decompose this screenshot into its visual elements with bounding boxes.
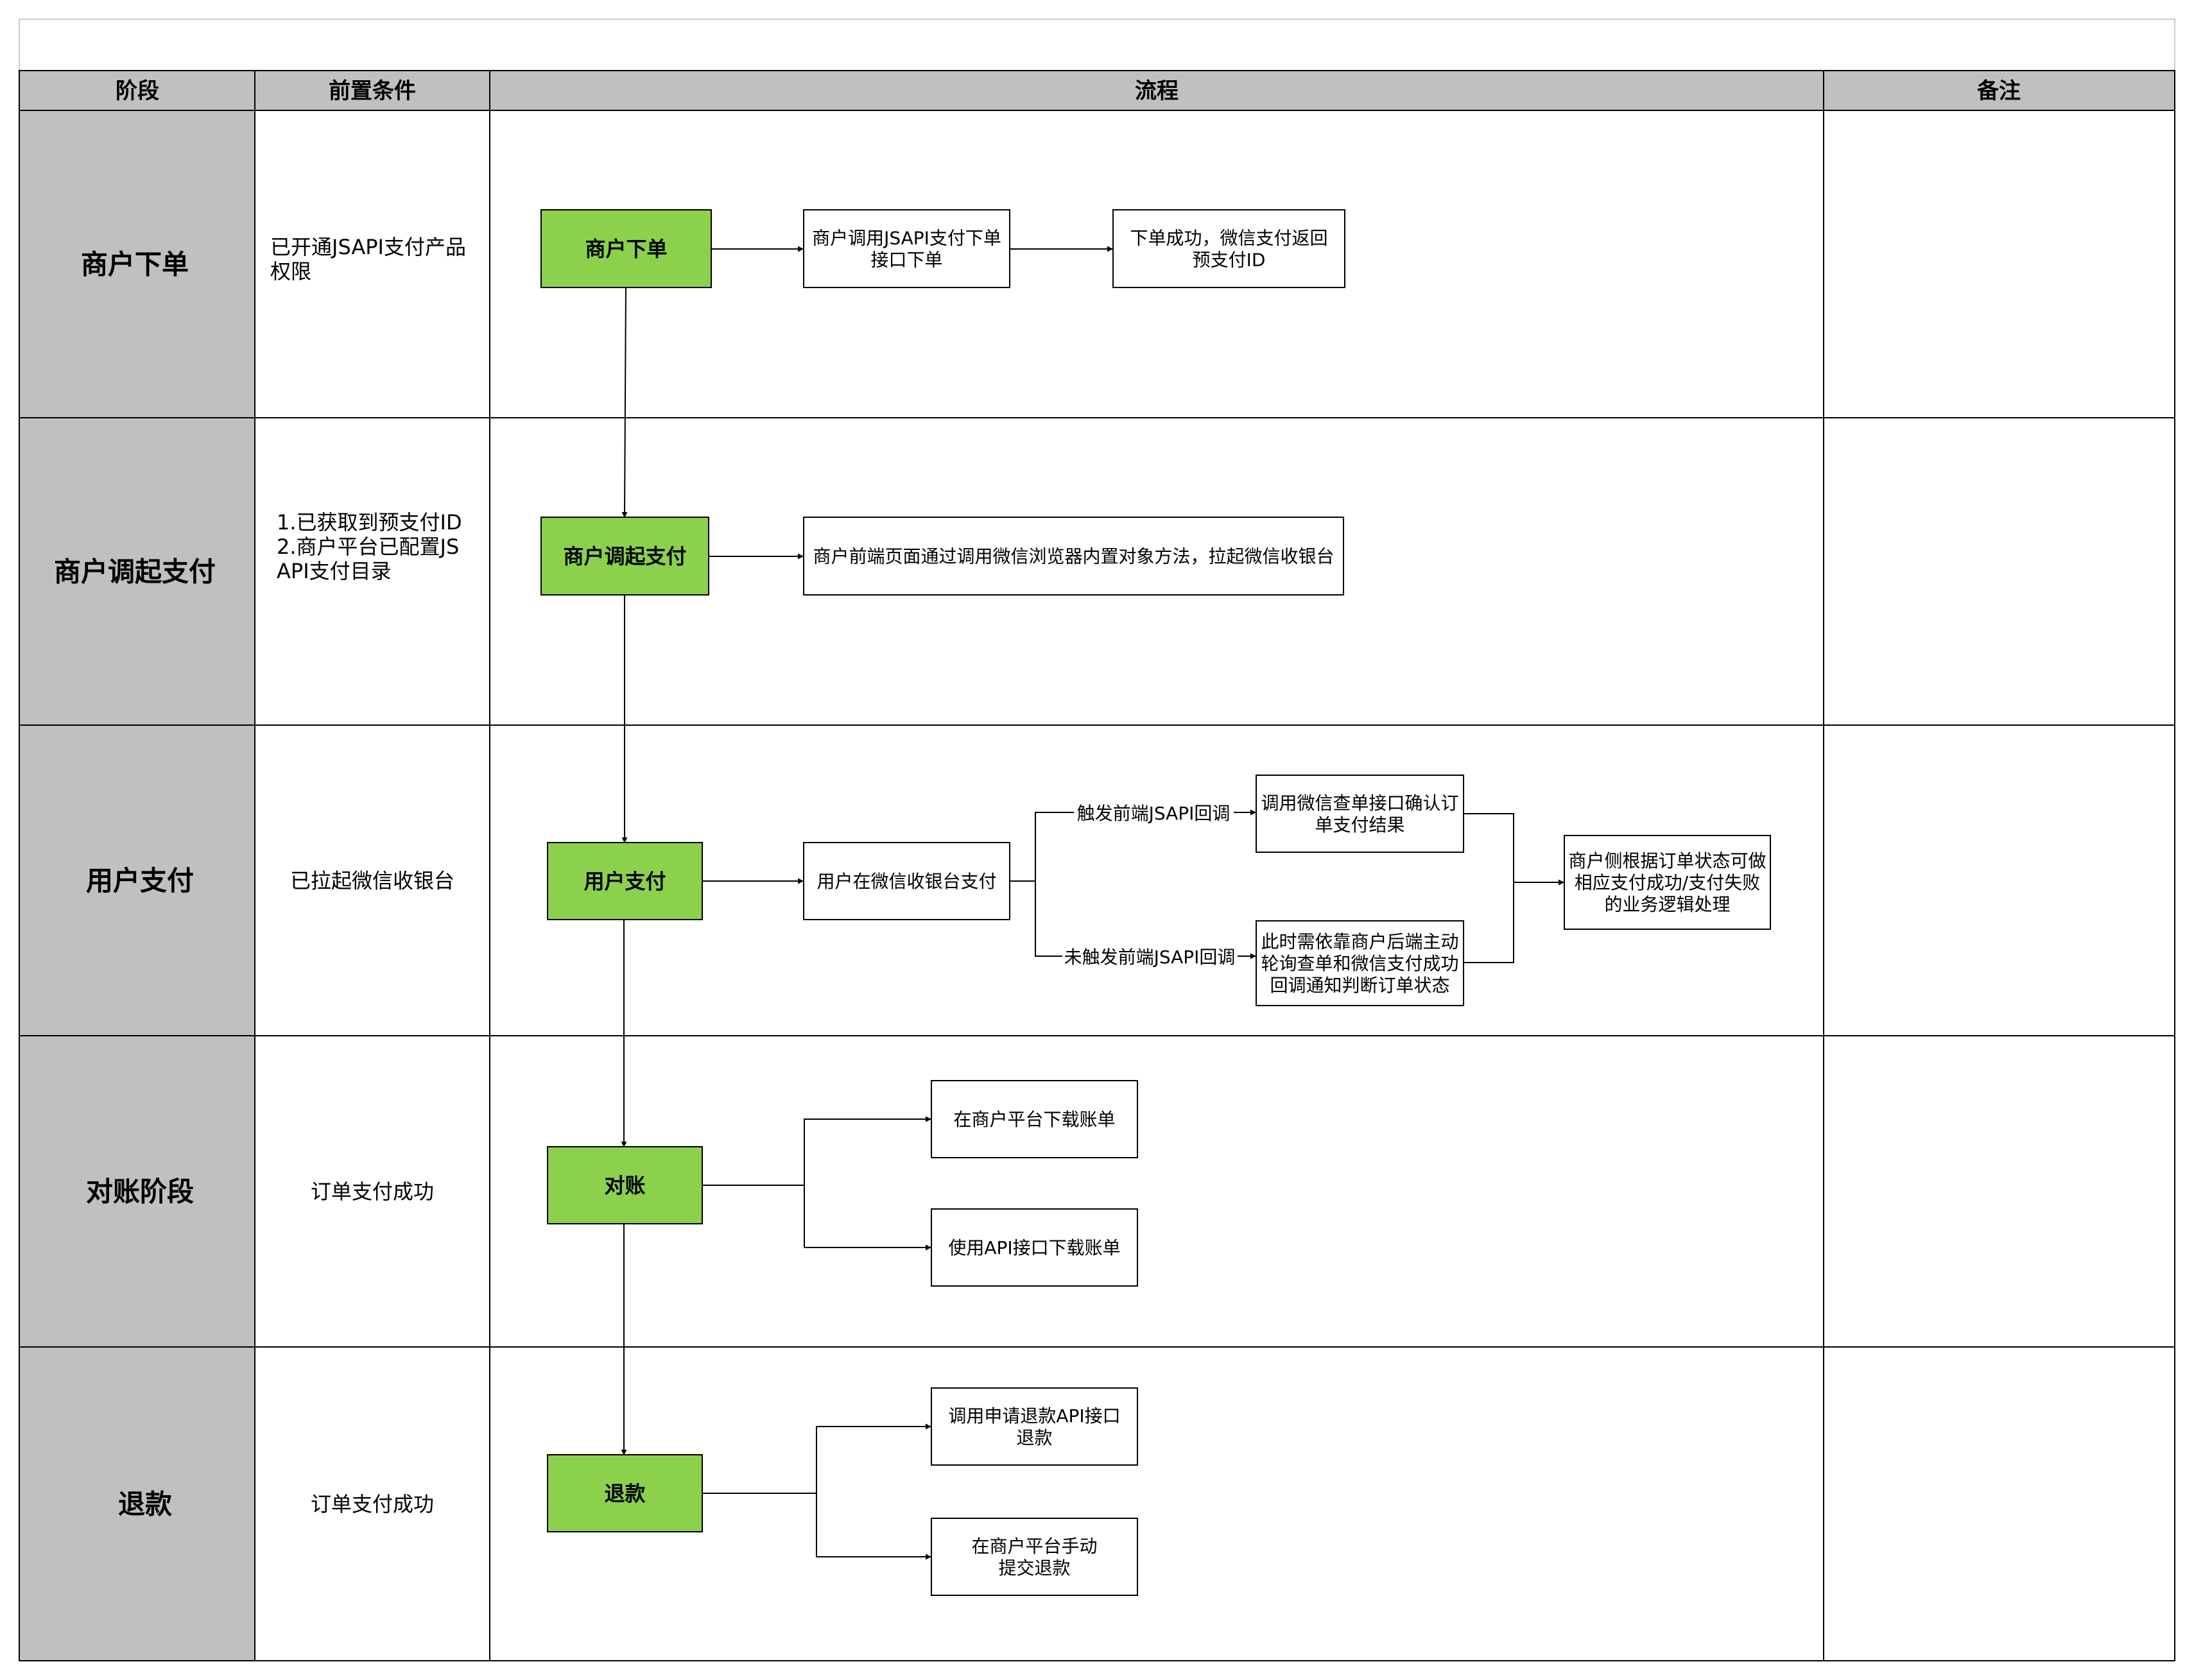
merge-from-poll	[1464, 882, 1514, 963]
box-text: 在商户平台下载账单	[953, 1109, 1115, 1130]
stage-condition: 已拉起微信收银台	[290, 869, 454, 893]
merge-from-query	[1464, 813, 1514, 882]
box-text: 商户侧根据订单状态可做相应支付成功/支付失败的业务逻辑处理	[1568, 850, 1766, 915]
stage-condition: 订单支付成功	[311, 1179, 434, 1204]
main-step-label: 用户支付	[583, 870, 666, 894]
pay-poll-box: 此时需依靠商户后端主动轮询查单和微信支付成功回调通知判断订单状态	[1256, 920, 1464, 1006]
box-text: 调用申请退款API接口退款	[948, 1405, 1120, 1448]
main-step-label: 商户下单	[585, 237, 667, 261]
stage-name: 对账阶段	[86, 1176, 194, 1208]
box-text: 用户在微信收银台支付	[816, 871, 996, 892]
main-spine	[621, 287, 628, 1455]
label-branch-yes: 触发前端JSAPI回调	[1077, 803, 1231, 824]
header-stage: 阶段	[116, 78, 159, 104]
branch-labels: 触发前端JSAPI回调 未触发前端JSAPI回调	[1062, 800, 1238, 969]
stage-condition: 订单支付成功	[311, 1492, 434, 1516]
pay-query-box: 调用微信查单接口确认订单支付结果	[1256, 775, 1464, 853]
reconcile-up	[804, 1116, 931, 1185]
header-process: 流程	[1135, 78, 1179, 104]
label-branch-no: 未触发前端JSAPI回调	[1064, 947, 1236, 968]
box-text: 在商户平台手动提交退款	[971, 1536, 1097, 1579]
refund-api-box: 调用申请退款API接口退款	[931, 1387, 1138, 1466]
invoke-frontend-box: 商户前端页面通过调用微信浏览器内置对象方法，拉起微信收银台	[803, 517, 1344, 596]
table-header: 阶段 前置条件 流程 备注	[19, 70, 2175, 111]
stage-row-5: 退款 订单支付成功	[19, 1346, 2175, 1661]
reconcile-platform-box: 在商户平台下载账单	[931, 1080, 1138, 1158]
box-text: 商户调用JSAPI支付下单接口下单	[812, 228, 1001, 271]
branch-no-line	[1035, 881, 1062, 957]
stage-name: 商户调起支付	[54, 556, 216, 588]
header-remarks: 备注	[1977, 78, 2021, 104]
arrow-order-to-invoke	[621, 287, 628, 518]
header-precondition: 前置条件	[329, 78, 416, 104]
order-callapi-box: 商户调用JSAPI支付下单接口下单	[803, 209, 1010, 288]
stage-condition: 已开通JSAPI支付产品权限	[270, 235, 466, 284]
reconcile-down	[804, 1185, 931, 1251]
box-text: 下单成功，微信支付返回预支付ID	[1130, 228, 1327, 271]
box-text: 调用微信查单接口确认订单支付结果	[1261, 793, 1458, 836]
main-step-label: 商户调起支付	[563, 544, 686, 569]
stage-name: 用户支付	[86, 865, 194, 896]
stage-name: 退款	[118, 1489, 172, 1520]
main-step-3: 用户支付	[547, 842, 703, 920]
box-text: 此时需依靠商户后端主动轮询查单和微信支付成功回调通知判断订单状态	[1261, 931, 1458, 996]
main-step-label: 对账	[604, 1174, 645, 1198]
connectors	[702, 246, 1564, 1560]
stage-row-1: 商户下单 已开通JSAPI支付产品权限	[19, 110, 2175, 418]
title-row	[19, 19, 2175, 71]
refund-up	[816, 1423, 931, 1493]
main-step-2: 商户调起支付	[540, 517, 709, 596]
reconcile-api-box: 使用API接口下载账单	[931, 1208, 1138, 1287]
main-step-1: 商户下单	[540, 209, 712, 288]
branch-yes-line	[1035, 812, 1074, 881]
stage-name: 商户下单	[81, 249, 189, 280]
main-step-4: 对账	[547, 1146, 703, 1224]
order-success-box: 下单成功，微信支付返回预支付ID	[1112, 209, 1345, 288]
main-step-label: 退款	[604, 1482, 645, 1506]
pay-cashier-box: 用户在微信收银台支付	[803, 842, 1010, 920]
stage-row-4: 对账阶段 订单支付成功	[19, 1035, 2175, 1348]
box-text: 使用API接口下载账单	[948, 1237, 1120, 1258]
main-step-5: 退款	[547, 1454, 703, 1532]
refund-manual-box: 在商户平台手动提交退款	[931, 1518, 1138, 1596]
refund-down	[816, 1493, 931, 1560]
pay-result-box: 商户侧根据订单状态可做相应支付成功/支付失败的业务逻辑处理	[1564, 835, 1771, 930]
stage-row-3: 用户支付 已拉起微信收银台	[19, 724, 2175, 1036]
box-text: 商户前端页面通过调用微信浏览器内置对象方法，拉起微信收银台	[813, 546, 1334, 567]
